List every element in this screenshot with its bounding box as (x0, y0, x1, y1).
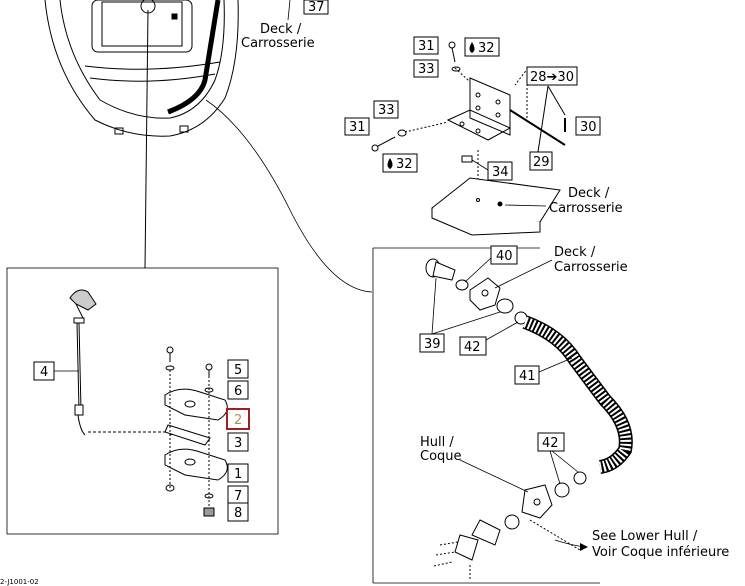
svg-text:7: 7 (234, 489, 242, 504)
svg-text:6: 6 (234, 384, 242, 399)
hull-label: Hull / Coque (420, 435, 529, 493)
drop-icon (469, 42, 475, 53)
callout-2-highlighted: 2 (226, 408, 250, 430)
callout-6: 6 (227, 380, 249, 400)
svg-text:32: 32 (478, 41, 495, 56)
callout-37-text: 37 (308, 0, 325, 15)
deck-outline (44, 0, 239, 269)
svg-text:5: 5 (234, 363, 242, 378)
svg-text:28➔30: 28➔30 (530, 70, 574, 85)
callout-42b: 42 (537, 432, 579, 485)
svg-text:33: 33 (378, 103, 395, 118)
callout-8: 8 (227, 502, 249, 522)
callout-42a: 42 (459, 321, 519, 356)
bracket-assembly (371, 41, 566, 200)
callout-40: 40 (464, 245, 518, 283)
callout-3: 3 (227, 432, 249, 452)
svg-text:4: 4 (40, 365, 48, 380)
leader-curve (205, 99, 373, 293)
callout-39: 39 (419, 277, 501, 353)
deck-label: Deck / (260, 22, 302, 37)
callout-32b: 32 (382, 153, 418, 173)
callout-1: 1 (227, 463, 249, 483)
callout-37: 37 (303, 0, 329, 15)
svg-text:42: 42 (542, 436, 559, 451)
svg-text:31: 31 (418, 39, 435, 54)
carrosserie-label: Carrosserie (549, 201, 623, 216)
svg-text:34: 34 (492, 165, 509, 180)
callout-41: 41 (514, 357, 573, 385)
svg-text:42: 42 (464, 340, 481, 355)
callout-30: 30 (575, 116, 601, 136)
svg-text:8: 8 (234, 506, 242, 521)
svg-text:39: 39 (424, 337, 441, 352)
callout-31b: 31 (344, 117, 370, 136)
svg-text:2: 2 (234, 413, 242, 428)
svg-text:32: 32 (396, 157, 413, 172)
svg-text:3: 3 (234, 436, 242, 451)
callout-34: 34 (471, 159, 513, 181)
carrosserie-label: Carrosserie (241, 36, 315, 51)
upper-fittings (425, 258, 528, 325)
hull-label-text: Hull / (420, 435, 454, 450)
deck-label: Deck / (554, 245, 596, 260)
drain-plug-frame (6, 267, 279, 535)
reference-code: 2-J1001-02 (0, 578, 39, 586)
see-lower-hull-label: See Lower Hull / Voir Coque inférieure (554, 529, 729, 560)
callout-28-30: 28➔30 (526, 66, 578, 86)
svg-text:Voir Coque inférieure: Voir Coque inférieure (592, 545, 729, 560)
callout-5: 5 (227, 359, 249, 379)
callout-7: 7 (227, 485, 249, 505)
callout-32a: 32 (464, 37, 500, 57)
black-hose-route (167, 0, 221, 115)
deck-label-mid: Deck / Carrosserie (504, 186, 623, 216)
svg-text:See Lower Hull /: See Lower Hull / (592, 529, 698, 544)
corrugated-hose (522, 315, 633, 474)
svg-text:30: 30 (580, 120, 597, 135)
drop-icon (387, 158, 393, 169)
svg-text:33: 33 (418, 62, 435, 77)
deck-label-top: Deck / Carrosserie (241, 0, 315, 51)
svg-text:40: 40 (496, 249, 513, 264)
svg-text:31: 31 (349, 120, 366, 135)
svg-text:1: 1 (234, 467, 242, 482)
deck-plate (431, 177, 561, 236)
svg-text:41: 41 (519, 369, 536, 384)
callout-33b: 33 (373, 100, 399, 119)
lower-fittings (433, 471, 587, 580)
svg-text:29: 29 (533, 155, 550, 170)
callout-31a: 31 (413, 36, 439, 55)
deck-label-right: Deck / Carrosserie (494, 245, 628, 289)
deck-label: Deck / (568, 186, 610, 201)
callout-29: 29 (529, 151, 553, 171)
callout-4: 4 (33, 361, 79, 381)
coque-label-text: Coque (420, 449, 462, 464)
callout-33a: 33 (413, 59, 439, 78)
carrosserie-label: Carrosserie (554, 260, 628, 275)
drain-plug-assembly (69, 289, 228, 517)
